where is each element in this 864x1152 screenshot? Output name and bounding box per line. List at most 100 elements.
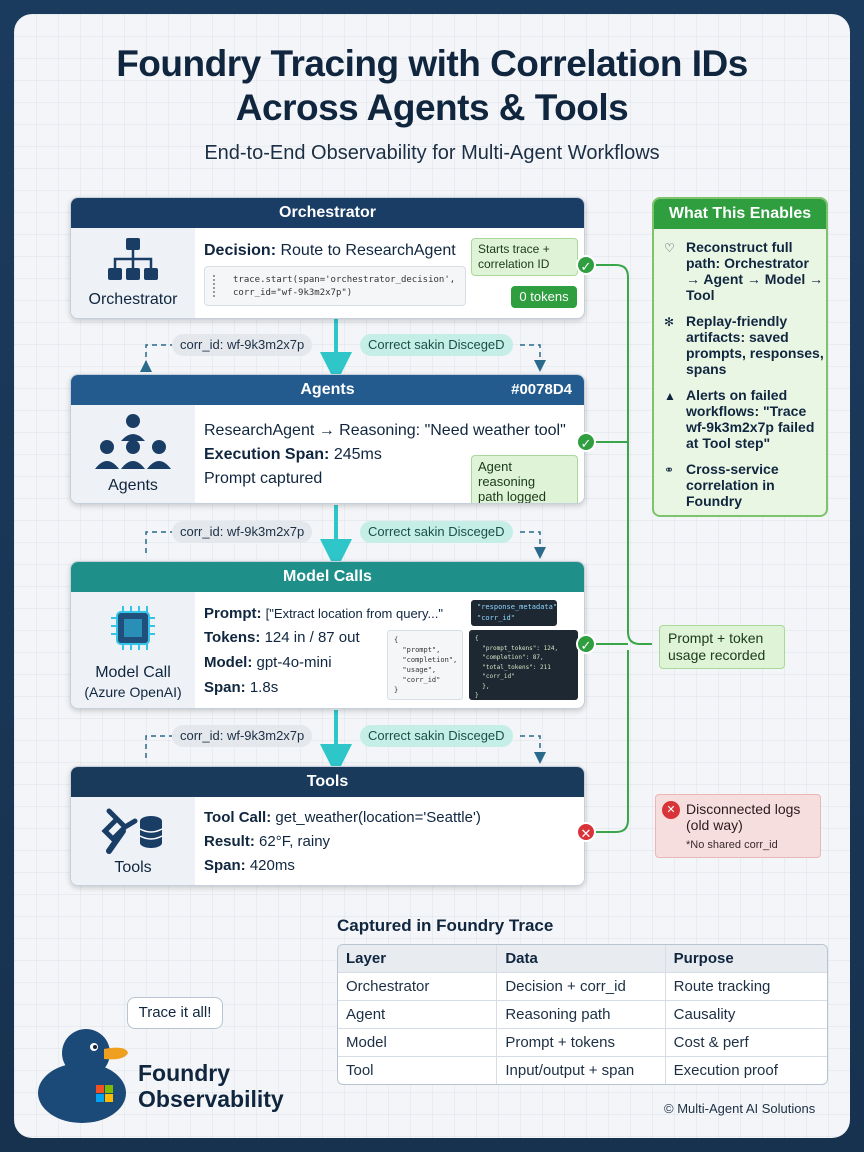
model-header: Model Calls xyxy=(71,562,584,592)
model-side: Model Call (Azure OpenAI) xyxy=(71,592,195,708)
link-icon: ⚭ xyxy=(664,463,675,477)
model-span: Span: 1.8s xyxy=(204,679,278,696)
hierarchy-icon xyxy=(108,238,158,280)
table-cell: Model xyxy=(338,1029,498,1056)
tokens-key: Tokens: xyxy=(204,629,261,646)
model-name: Model: gpt-4o-mini xyxy=(204,654,332,671)
error-x-icon: ✕ xyxy=(576,822,596,842)
column-header: Data xyxy=(497,945,666,972)
orchestrator-layer: Orchestrator Orchestrator Decision: Rout… xyxy=(70,197,585,319)
result-key: Result: xyxy=(204,833,255,850)
code-line-1: trace.start(span='orchestrator_decision'… xyxy=(233,275,456,285)
trace-start-badge: Starts trace + correlation ID xyxy=(471,238,578,276)
model-value: gpt-4o-mini xyxy=(256,654,332,671)
code-top-line-1: "response_metadata" xyxy=(477,603,558,611)
table-row: Model Prompt + tokens Cost & perf xyxy=(338,1029,827,1057)
code-line-2: corr_id="wf-9k3m2x7p") xyxy=(233,288,353,298)
disconnected-logs-note: ✕ Disconnected logs (old way) *No shared… xyxy=(655,794,821,858)
warning-icon: ▲ xyxy=(664,389,676,403)
table-cell: Agent xyxy=(338,1001,498,1028)
table-cell: Decision + corr_id xyxy=(497,973,666,1000)
table-cell: Causality xyxy=(673,1006,736,1023)
tool-call-key: Tool Call: xyxy=(204,809,272,826)
tools-layer: Tools Tools Tool Call: get_weather(locat… xyxy=(70,766,585,886)
table-cell: Route tracking xyxy=(673,978,771,995)
decision-key: Decision: xyxy=(204,242,277,259)
trace-table: Layer Data Purpose Orchestrator Decision… xyxy=(337,944,828,1085)
badge-line-2: path logged xyxy=(478,489,546,504)
dashed-connector xyxy=(145,735,172,758)
corr-id-pill: corr_id: wf-9k3m2x7p xyxy=(172,521,313,543)
disconnected-line-1: Disconnected logs xyxy=(686,801,801,817)
disconnected-note: *No shared corr_id xyxy=(686,839,778,851)
enables-item-text: Replay-friendly artifacts: saved prompts… xyxy=(686,313,824,377)
code-top-line-2: "corr_id" xyxy=(477,614,515,622)
table-cell: Execution proof xyxy=(673,1062,778,1079)
tool-call-value: get_weather(location='Seattle') xyxy=(275,809,481,826)
chip-icon xyxy=(111,606,155,650)
table-cell: Prompt + tokens xyxy=(497,1029,666,1056)
agents-prompt-captured: Prompt captured xyxy=(204,470,323,487)
duck-mascot-icon xyxy=(38,1029,128,1123)
column-header: Layer xyxy=(338,945,498,972)
check-icon: ✓ xyxy=(576,432,596,452)
dashed-connector xyxy=(520,344,546,372)
table-cell: Input/output + span xyxy=(497,1057,666,1084)
code-right-text: { "prompt_tokens": 124, "completion": 87… xyxy=(475,635,559,699)
model-prompt: Prompt: ["Extract location from query...… xyxy=(204,605,443,622)
heart-icon: ♡ xyxy=(664,241,675,255)
people-icon xyxy=(95,414,171,469)
tools-label: Tools xyxy=(114,859,152,876)
enables-item: ♡ Reconstruct full path: Orchestrator → … xyxy=(664,239,824,303)
replay-icon: ✻ xyxy=(664,315,675,329)
table-title: Captured in Foundry Trace xyxy=(337,916,554,935)
tool-call: Tool Call: get_weather(location='Seattle… xyxy=(204,809,481,826)
agents-header: Agents #0078D4 xyxy=(71,375,584,405)
tools-side: Tools xyxy=(71,797,195,885)
corr-id-pill: corr_id: wf-9k3m2x7p xyxy=(172,334,313,356)
tokens-value: 124 in / 87 out xyxy=(264,629,360,646)
model-tokens: Tokens: 124 in / 87 out xyxy=(204,629,360,646)
enables-panel: What This Enables ♡ Reconstruct full pat… xyxy=(652,197,828,517)
agent-reasoning-badge: Agent reasoning path logged xyxy=(471,455,578,504)
speech-bubble: Trace it all! xyxy=(127,997,223,1029)
dashed-connector xyxy=(145,531,172,553)
table-row: Tool Input/output + span Execution proof xyxy=(338,1057,827,1084)
code-gutter xyxy=(213,275,223,297)
copyright: © Multi-Agent AI Solutions xyxy=(664,1101,816,1116)
note-line-1: Prompt + token xyxy=(668,630,764,646)
enables-item: ▲ Alerts on failed workflows: "Trace wf-… xyxy=(664,387,824,451)
corr-id-pill: corr_id: wf-9k3m2x7p xyxy=(172,725,313,747)
badge-start-line-2: correlation ID xyxy=(478,257,550,271)
title-line-1: Foundry Tracing with Correlation IDs xyxy=(116,43,748,84)
model-label-line-2: (Azure OpenAI) xyxy=(84,684,182,700)
table-cell: Cost & perf xyxy=(673,1034,749,1051)
table-cell: Reasoning path xyxy=(497,1001,666,1028)
model-label-line-1: Model Call xyxy=(95,664,171,681)
check-icon: ✓ xyxy=(576,255,596,275)
correct-pill: Correct sakin DiscegeD xyxy=(360,521,513,543)
prompt-token-note: Prompt + token usage recorded xyxy=(659,625,785,669)
dashed-connector xyxy=(140,344,172,372)
status-line xyxy=(596,264,652,645)
dashed-connector xyxy=(520,531,546,559)
span-key: Span: xyxy=(204,857,246,874)
tools-header: Tools xyxy=(71,767,584,797)
enables-item-text: Cross-service correlation in Foundry xyxy=(686,461,779,509)
prompt-value: ["Extract location from query..." xyxy=(265,606,443,621)
page-title: Foundry Tracing with Correlation IDs Acr… xyxy=(0,42,864,130)
brand-text: Foundry Observability xyxy=(138,1060,284,1112)
agents-reasoning: ResearchAgent → Reasoning: "Need weather… xyxy=(204,422,566,439)
enables-item: ✻ Replay-friendly artifacts: saved promp… xyxy=(664,313,824,377)
dashed-connector xyxy=(520,735,546,764)
agents-layer: Agents #0078D4 Agents ResearchAgent → Re… xyxy=(70,374,585,504)
status-line xyxy=(596,650,629,833)
tool-span: Span: 420ms xyxy=(204,857,295,874)
span-value: 245ms xyxy=(333,446,382,463)
orchestrator-label: Orchestrator xyxy=(88,291,178,308)
note-line-2: usage recorded xyxy=(668,647,766,663)
orchestrator-header: Orchestrator xyxy=(71,198,584,228)
orchestrator-decision: Decision: Route to ResearchAgent xyxy=(204,242,456,260)
span-value: 1.8s xyxy=(249,679,279,696)
